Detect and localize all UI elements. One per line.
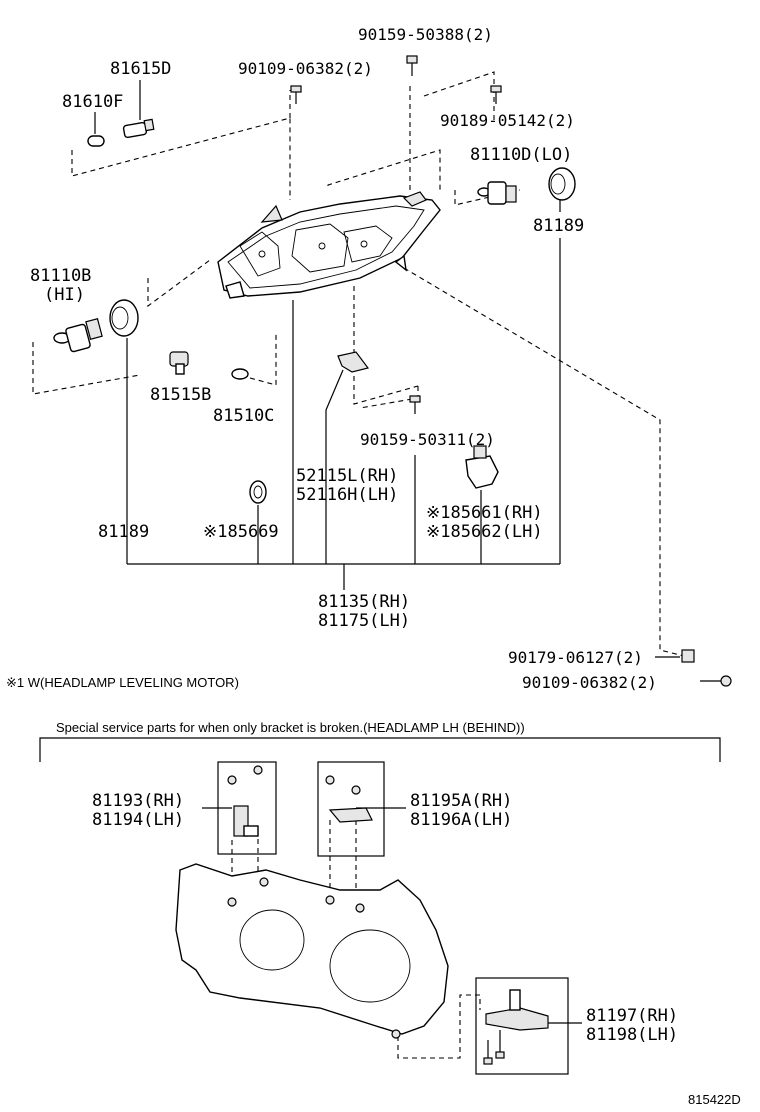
leveling-motor-85661-icon[interactable] [465, 445, 499, 489]
label-52116H[interactable]: 52116H(LH) [296, 485, 398, 505]
label-81135[interactable]: 81135(RH) [318, 592, 410, 612]
label-90109-06382-top[interactable]: 90109-06382(2) [238, 59, 373, 78]
label-85662[interactable]: ※185662(LH) [426, 522, 543, 542]
screw-90159-50388-icon[interactable] [406, 55, 418, 76]
label-90159-50388[interactable]: 90159-50388(2) [358, 25, 493, 44]
diagram-code: 815422D [688, 1092, 741, 1107]
label-81196A[interactable]: 81196A(LH) [410, 810, 512, 830]
cap-81189-right-icon[interactable] [548, 167, 576, 201]
headlamp-housing-icon[interactable] [217, 191, 441, 299]
label-81110B-hi[interactable]: (HI) [44, 285, 85, 305]
footnote: ※1 W(HEADLAMP LEVELING MOTOR) [6, 675, 239, 690]
bulb-81110B-icon[interactable] [53, 318, 103, 353]
socket-81515B-icon[interactable] [169, 351, 189, 375]
bracket-kit-81195A-box[interactable] [317, 761, 385, 857]
label-81193[interactable]: 81193(RH) [92, 791, 184, 811]
screw-90159-50311-icon[interactable] [409, 395, 421, 414]
bracket-52115L-icon[interactable] [337, 351, 370, 373]
label-81515B[interactable]: 81515B [150, 385, 211, 405]
label-81197[interactable]: 81197(RH) [586, 1006, 678, 1026]
o-ring-85669-icon[interactable] [249, 480, 267, 504]
label-81194[interactable]: 81194(LH) [92, 810, 184, 830]
assembly-dashed-lines [32, 71, 685, 1059]
label-81615D[interactable]: 81615D [110, 59, 171, 79]
screw-90109-bottom-icon[interactable] [720, 675, 732, 687]
label-85661[interactable]: ※185661(RH) [426, 503, 543, 523]
bracket-kit-81193-box[interactable] [217, 761, 277, 855]
bulb-81615D-icon[interactable] [122, 118, 155, 139]
label-90189-05142[interactable]: 90189-05142(2) [440, 111, 575, 130]
label-81175[interactable]: 81175(LH) [318, 611, 410, 631]
section-title: Special service parts for when only brac… [56, 720, 525, 735]
label-90179-06127[interactable]: 90179-06127(2) [508, 648, 643, 667]
label-52115L[interactable]: 52115L(RH) [296, 466, 398, 486]
label-81198[interactable]: 81198(LH) [586, 1025, 678, 1045]
cap-81189-left-icon[interactable] [109, 299, 139, 337]
label-81110D[interactable]: 81110D(LO) [470, 145, 572, 165]
label-81610F[interactable]: 81610F [62, 92, 123, 112]
bracket-kit-81197-box[interactable] [475, 977, 569, 1075]
bulb-81510C-icon[interactable] [231, 368, 249, 380]
label-90159-50311[interactable]: 90159-50311(2) [360, 430, 495, 449]
label-81510C[interactable]: 81510C [213, 406, 274, 426]
screw-90109-top-icon[interactable] [290, 85, 302, 104]
screw-90189-icon[interactable] [490, 85, 502, 104]
label-90109-06382-bottom[interactable]: 90109-06382(2) [522, 673, 657, 692]
nut-90179-icon[interactable] [681, 649, 695, 663]
label-81189-right[interactable]: 81189 [533, 216, 584, 236]
housing-back-panel-icon[interactable] [175, 863, 449, 1039]
leader-lines [39, 80, 722, 1024]
bulb-81610F-icon[interactable] [87, 135, 105, 147]
label-81189-left[interactable]: 81189 [98, 522, 149, 542]
label-85669[interactable]: ※185669 [203, 522, 279, 542]
label-81195A[interactable]: 81195A(RH) [410, 791, 512, 811]
bulb-81110D-icon[interactable] [477, 181, 517, 205]
label-81110B[interactable]: 81110B [30, 266, 91, 286]
